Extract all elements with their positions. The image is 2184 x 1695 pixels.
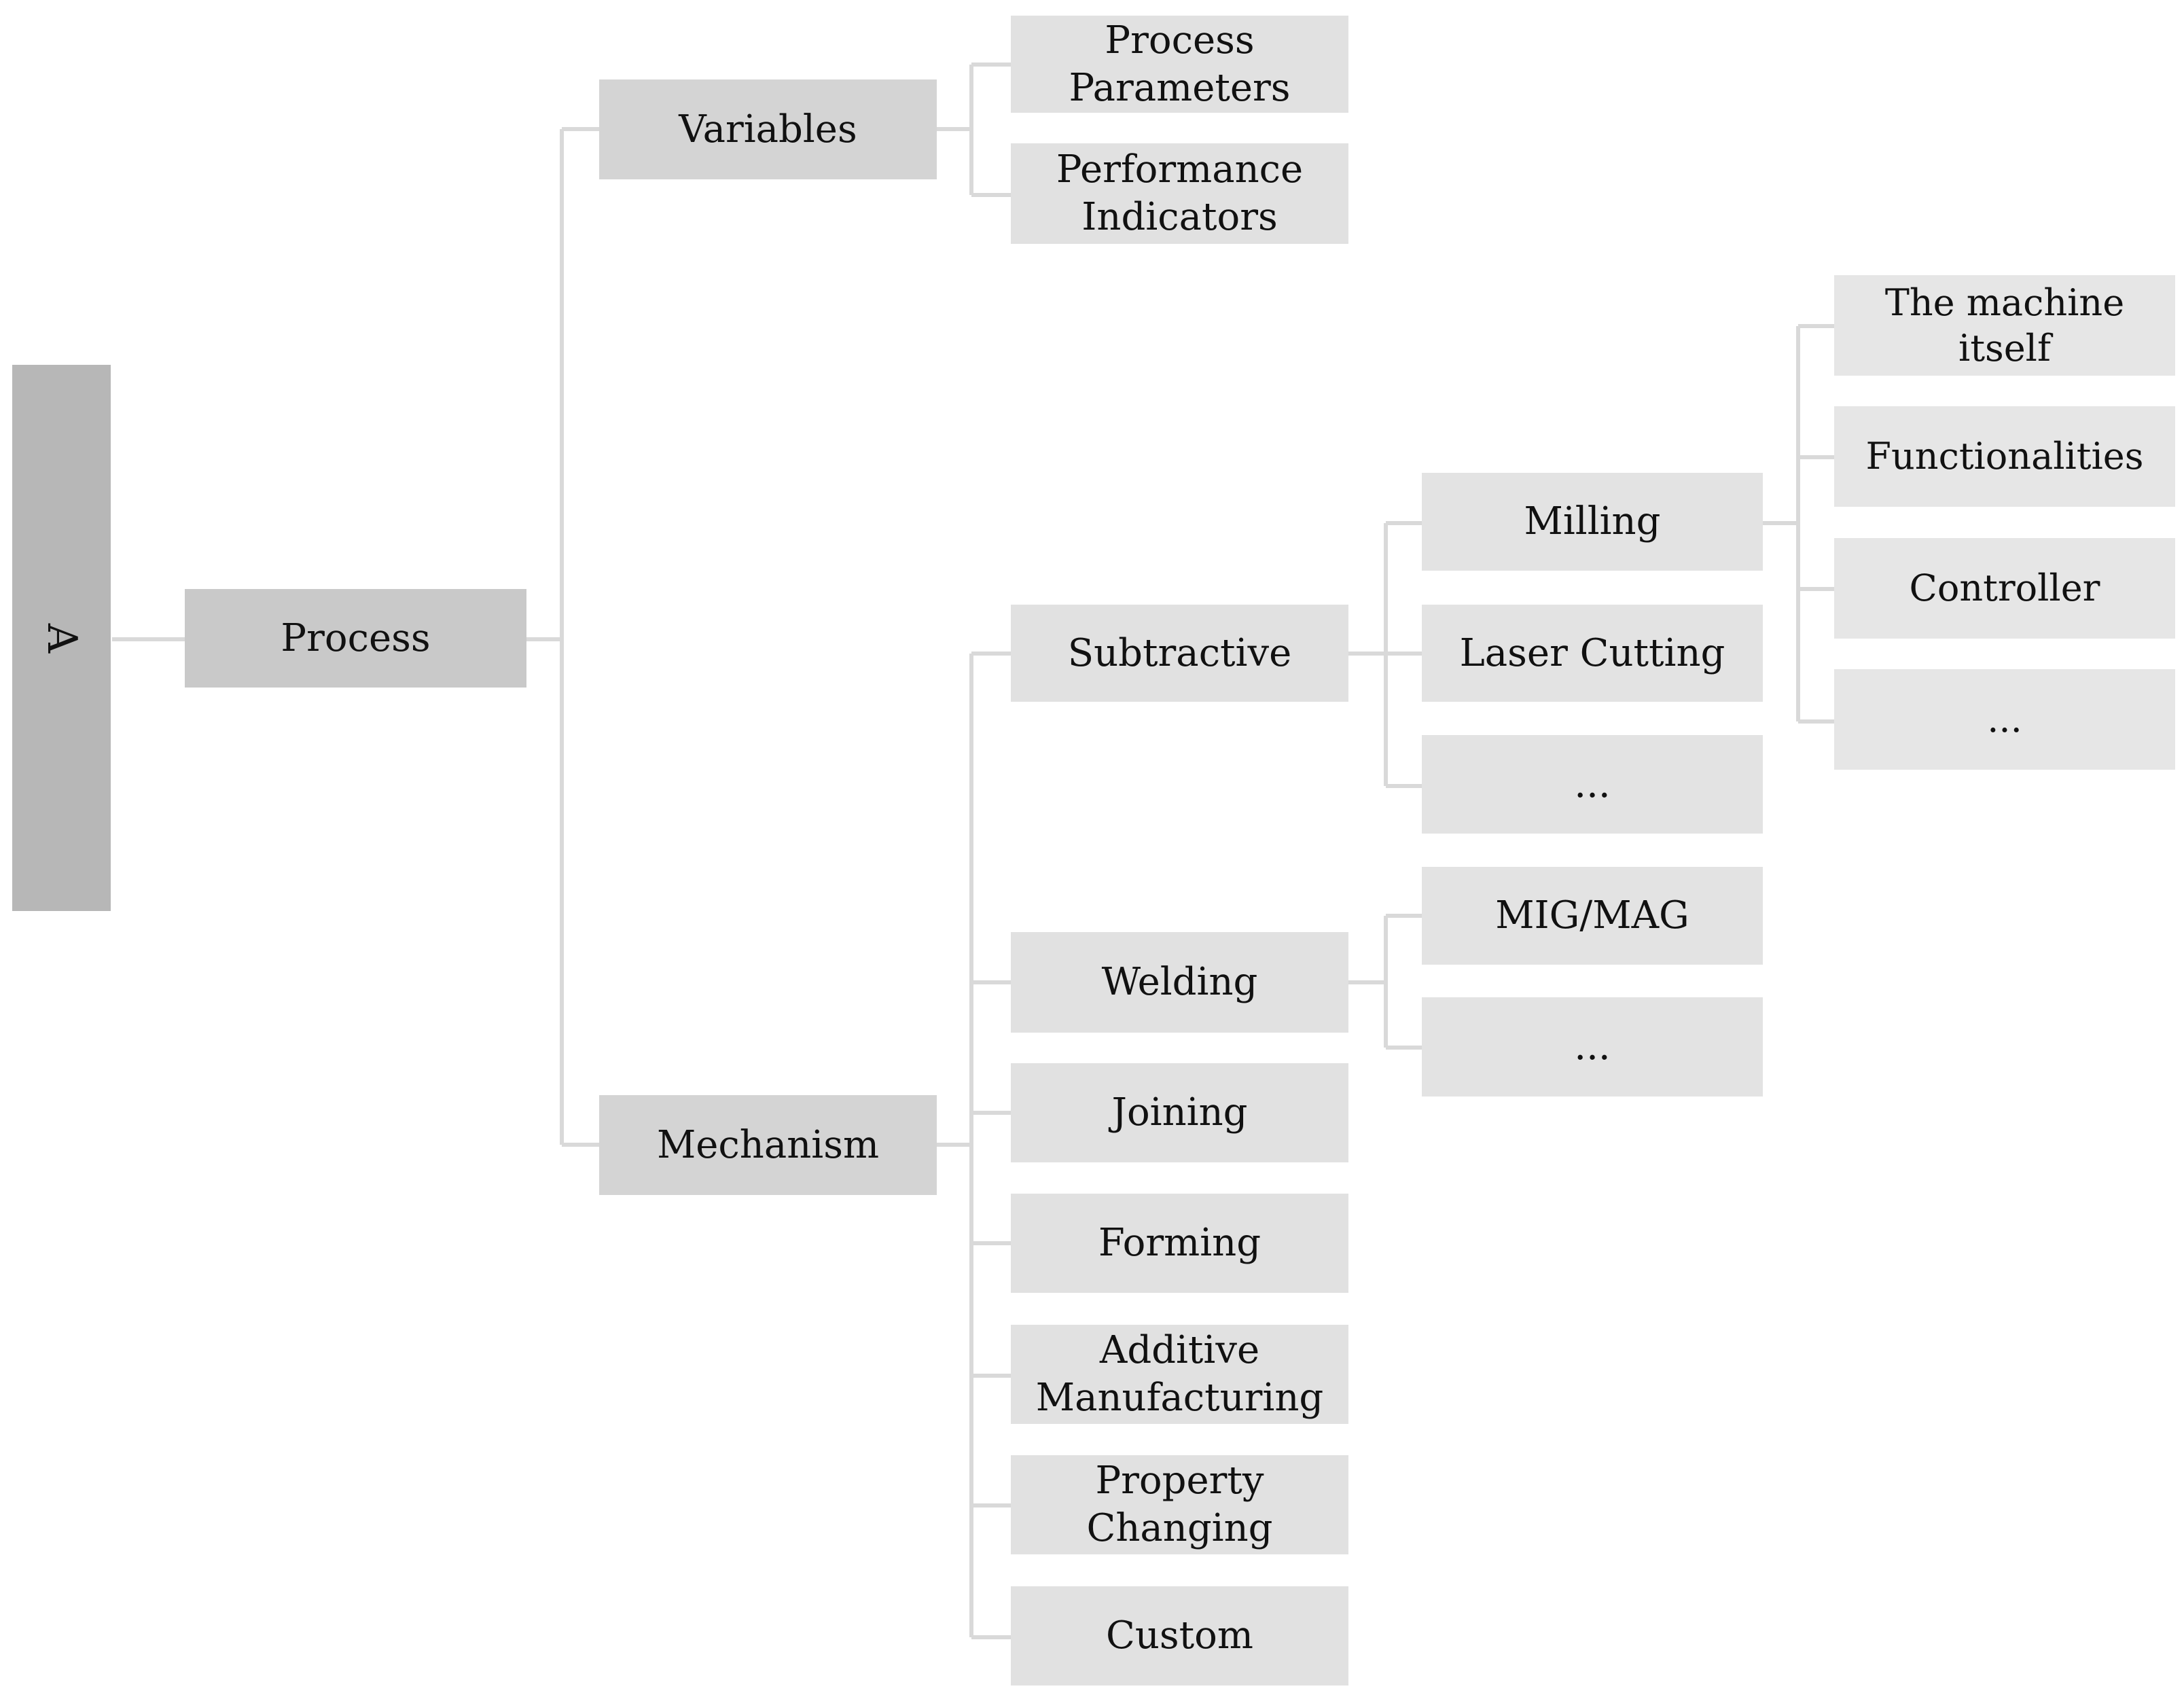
subtractive-node: Subtractive: [1011, 605, 1348, 702]
machine-itself-node: The machine itself: [1834, 275, 2175, 376]
custom-node: Custom: [1011, 1586, 1348, 1685]
mig-mag-node: MIG/MAG: [1422, 867, 1763, 965]
welding-more-node: ...: [1422, 997, 1763, 1096]
milling-node: Milling: [1422, 473, 1763, 571]
functionalities-node: Functionalities: [1834, 406, 2175, 507]
mechanism-node: Mechanism: [599, 1095, 937, 1195]
root-label: A: [38, 623, 86, 653]
subtractive-more-node: ...: [1422, 735, 1763, 834]
variables-node: Variables: [599, 79, 937, 179]
forming-node: Forming: [1011, 1194, 1348, 1293]
laser-cutting-node: Laser Cutting: [1422, 605, 1763, 702]
process-parameters-node: Process Parameters: [1011, 16, 1348, 113]
milling-more-node: ...: [1834, 669, 2175, 770]
performance-indicators-node: Performance Indicators: [1011, 143, 1348, 244]
root-node: A: [12, 365, 111, 911]
property-changing-node: Property Changing: [1011, 1455, 1348, 1554]
controller-node: Controller: [1834, 538, 2175, 639]
welding-node: Welding: [1011, 932, 1348, 1033]
process-node: Process: [185, 589, 526, 688]
joining-node: Joining: [1011, 1063, 1348, 1162]
additive-manufacturing-node: Additive Manufacturing: [1011, 1325, 1348, 1424]
